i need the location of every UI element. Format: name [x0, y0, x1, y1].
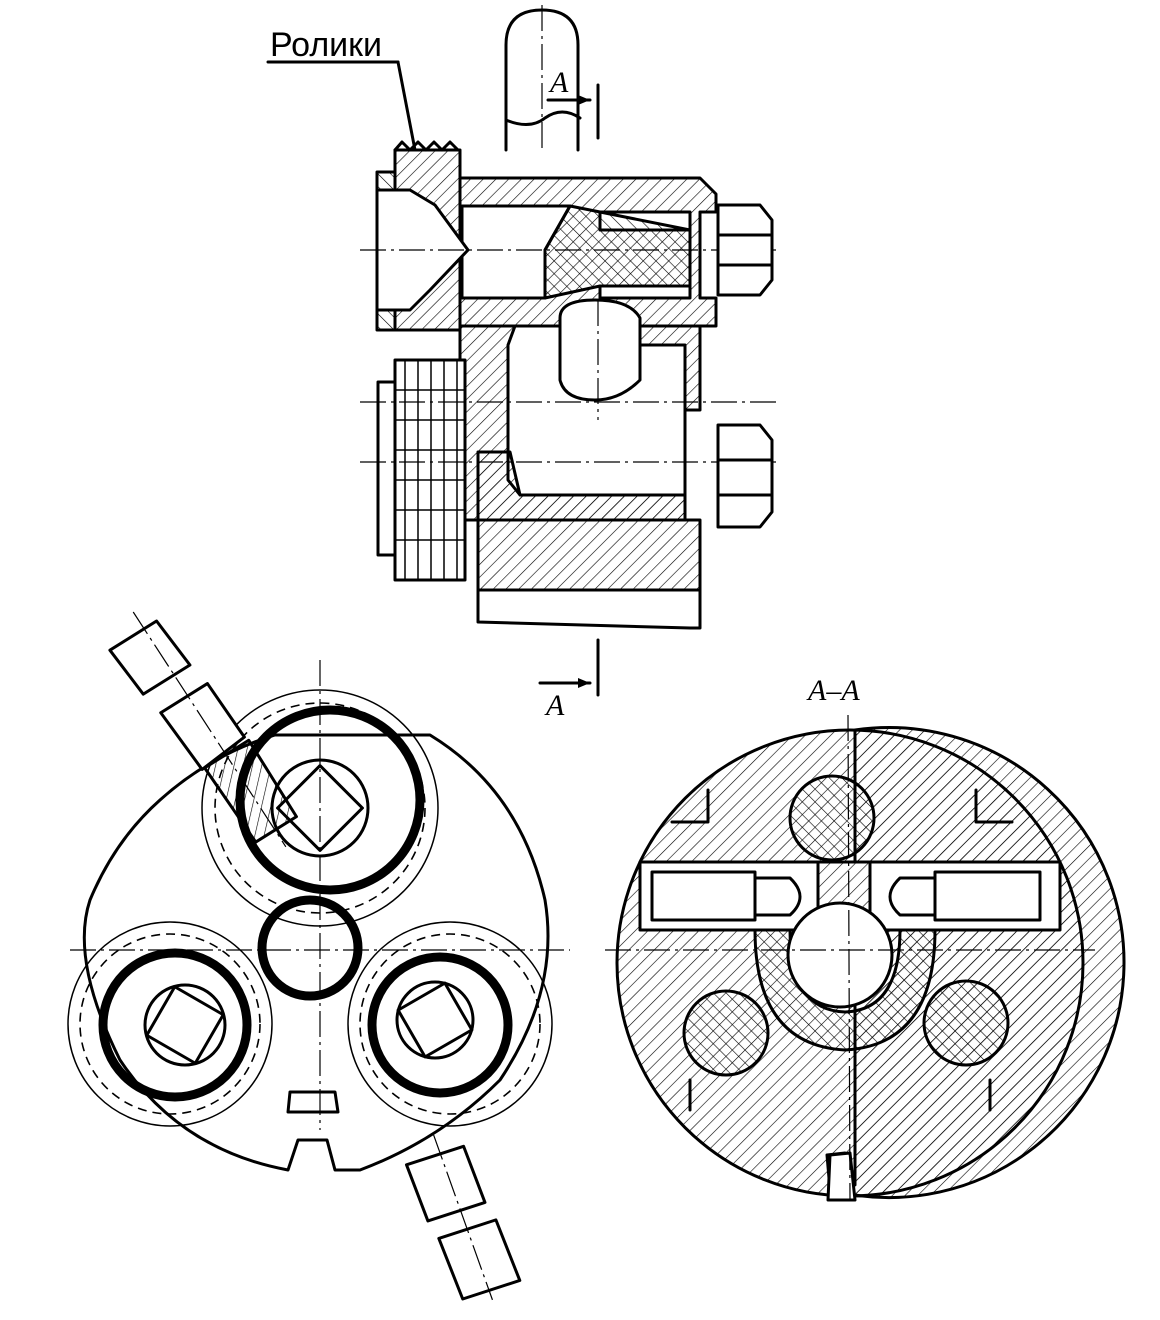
- aa-step-ur: [974, 788, 1014, 824]
- aa-horseshoe: [753, 928, 937, 1052]
- pin-head: [558, 298, 642, 402]
- aa-hole-left: [682, 989, 770, 1077]
- roller-thick-right: [367, 952, 513, 1098]
- aa-step-ul: [670, 788, 710, 824]
- central-bore: [257, 895, 363, 1001]
- handle-lower-right: [405, 1134, 522, 1301]
- roller-thick-left: [98, 948, 252, 1102]
- aa-hole-top: [788, 774, 876, 862]
- handle-break-line: [504, 110, 582, 126]
- aa-central-bore: [786, 901, 894, 1009]
- bottom-tab: [286, 1090, 340, 1114]
- plan-view: [67, 611, 570, 1301]
- rollers-label: Ролики: [270, 26, 382, 64]
- aa-notch: [826, 1151, 857, 1202]
- aa-hole-right: [922, 979, 1010, 1067]
- square-head-right: [396, 981, 474, 1059]
- nut-lower: [716, 423, 774, 529]
- square-head-left: [145, 985, 225, 1065]
- roller-outer-left: [67, 921, 273, 1127]
- handle-upper-left: [108, 611, 298, 848]
- nut-upper: [716, 203, 774, 297]
- rollers-leader: [396, 60, 417, 152]
- aa-bolt-left: [650, 870, 757, 922]
- section-view-label: A–A: [806, 674, 860, 707]
- roller-outer-right: [347, 921, 553, 1127]
- side-section-view: Ролики A: [266, 5, 780, 722]
- section-letter-bottom: A: [544, 689, 565, 722]
- upper-insert: [543, 204, 692, 300]
- aa-bolt-right: [933, 870, 1042, 922]
- knurl-lines: [395, 360, 465, 580]
- roller-flange: [376, 380, 397, 557]
- section-view-aa: A–A: [605, 674, 1126, 1202]
- section-letter-top: A: [548, 66, 569, 99]
- base-plate: [476, 588, 702, 630]
- square-head-top: [276, 764, 364, 852]
